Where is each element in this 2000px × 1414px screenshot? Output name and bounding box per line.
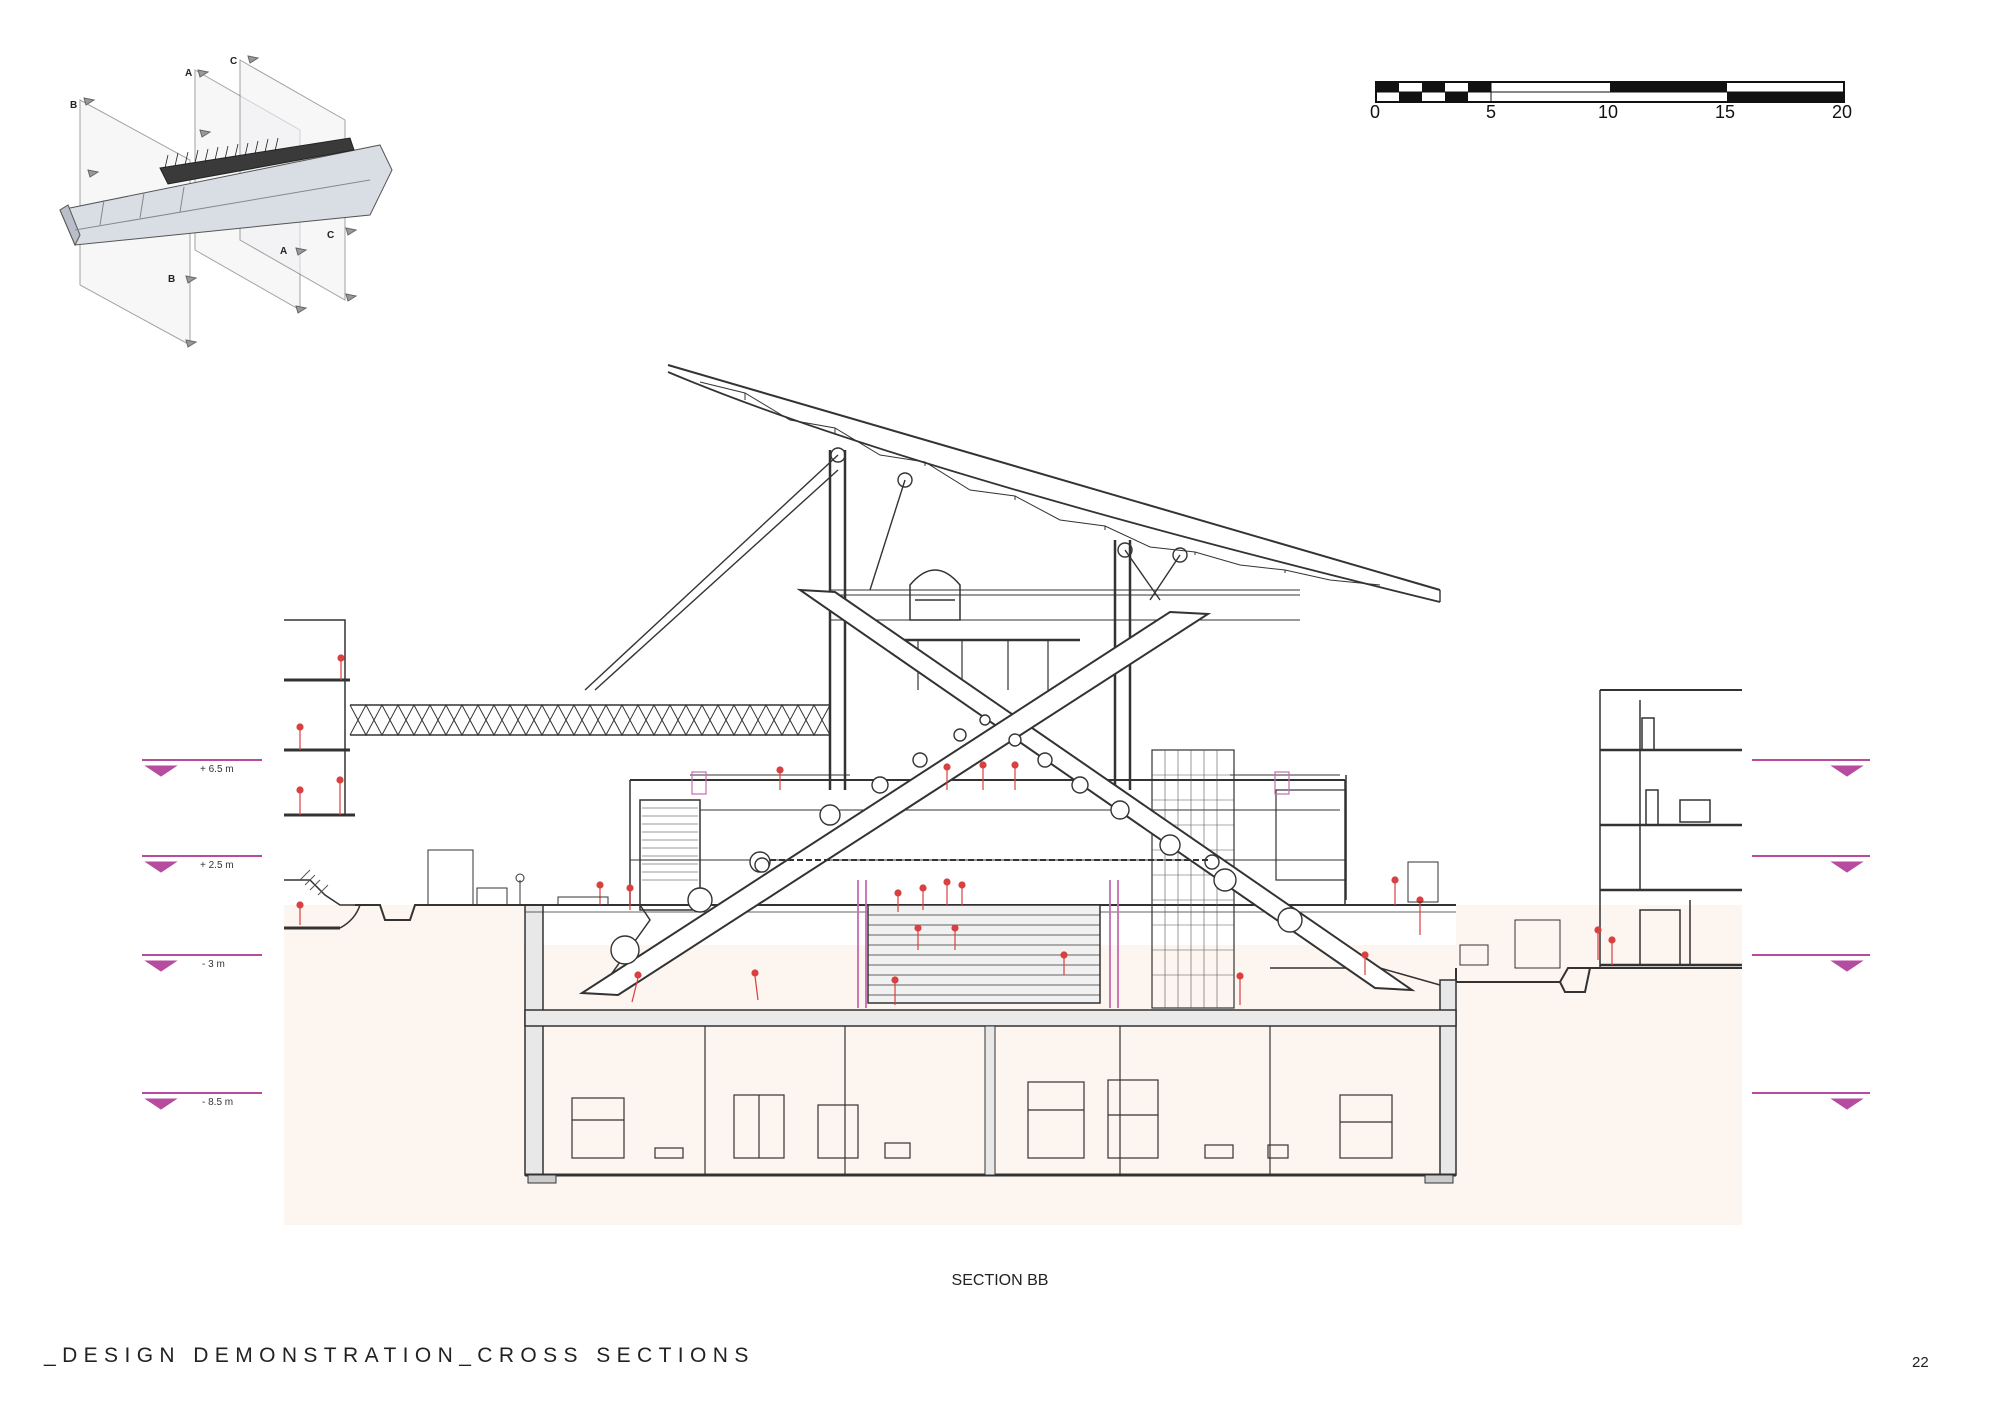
left-building bbox=[284, 619, 361, 930]
street-furniture bbox=[427, 849, 1561, 969]
basement bbox=[524, 904, 1457, 1184]
pink-columns bbox=[691, 771, 1290, 1008]
key-label-a-bottom: A bbox=[280, 246, 288, 257]
level-markers-right bbox=[1752, 759, 1870, 1110]
key-label-a-top: A bbox=[185, 68, 193, 79]
key-label-b-top: B bbox=[70, 100, 78, 111]
level-label-minus-8-5: - 8.5 m bbox=[202, 1097, 234, 1108]
canopy-truss bbox=[584, 364, 1441, 790]
level-label-plus-2-5: + 2.5 m bbox=[200, 860, 234, 871]
page-number: 22 bbox=[1912, 1354, 1929, 1371]
scale-tick-0: 0 bbox=[1370, 102, 1381, 122]
level-label-plus-6-5: + 6.5 m bbox=[200, 764, 234, 775]
x-brace bbox=[578, 588, 1416, 997]
scale-tick-15: 15 bbox=[1715, 102, 1736, 122]
scale-tick-20: 20 bbox=[1832, 102, 1853, 122]
scale-tick-5: 5 bbox=[1486, 102, 1497, 122]
level-label-minus-3: - 3 m bbox=[202, 959, 225, 970]
truss-bridge bbox=[349, 703, 831, 737]
scale-bar bbox=[1375, 81, 1845, 103]
key-plan bbox=[59, 55, 393, 348]
scale-tick-10: 10 bbox=[1598, 102, 1619, 122]
people-figures bbox=[296, 654, 1616, 1005]
footer-title: _DESIGN DEMONSTRATION_CROSS SECTIONS bbox=[44, 1344, 755, 1367]
key-label-c-top: C bbox=[230, 56, 238, 67]
level-markers-left bbox=[142, 759, 262, 1110]
key-label-b-bottom: B bbox=[168, 274, 176, 285]
section-title: SECTION BB bbox=[951, 1272, 1049, 1289]
key-label-c-bottom: C bbox=[327, 230, 335, 241]
right-building bbox=[1599, 689, 1742, 968]
